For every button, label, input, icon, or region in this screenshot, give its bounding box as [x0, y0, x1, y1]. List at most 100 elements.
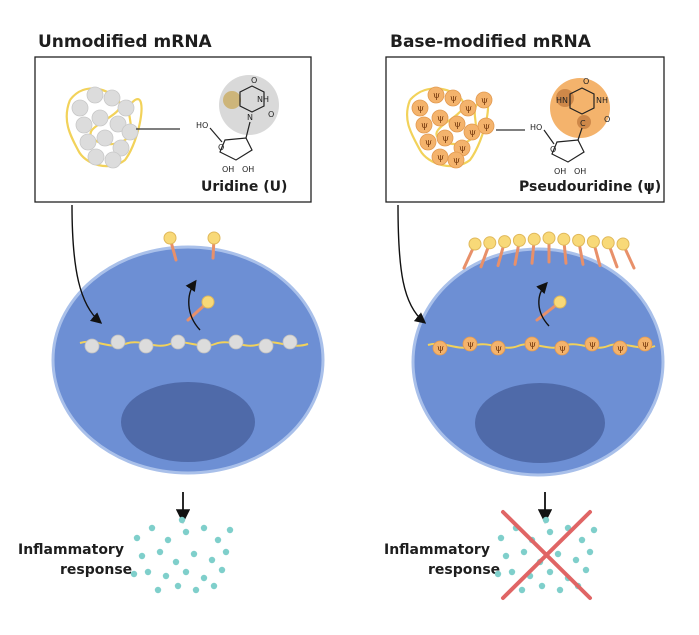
pseudouridine-bead [554, 340, 570, 356]
cytokine-dot [192, 586, 200, 594]
cytokine-dot [572, 556, 580, 564]
pseudouridine-bead [432, 340, 448, 356]
cytokine-dot [208, 556, 216, 564]
left-cytokines [130, 516, 234, 594]
pseudouridine-bead [612, 340, 628, 356]
cytokine-dot [156, 548, 164, 556]
uridine-bead [79, 133, 97, 151]
psi-symbol: ψ [417, 104, 424, 114]
pseudouridine-bead [419, 133, 437, 151]
pseudouridine-bead [415, 116, 433, 134]
cytokine-dot [182, 528, 190, 536]
left-response-line1: Inflammatory [18, 542, 124, 558]
cytokine-dot [226, 526, 234, 534]
receptor [616, 237, 636, 270]
receptor [527, 232, 541, 265]
receptor [207, 231, 221, 260]
uridine-bead [196, 338, 212, 354]
uridine-atom-ho: HO [196, 121, 208, 130]
pseudouridine-bead [584, 336, 600, 352]
cytokine-dot [214, 536, 222, 544]
left-title: Unmodified mRNA [38, 32, 213, 52]
receptor [572, 233, 586, 266]
cytokine-dot [546, 568, 554, 576]
cytokine-dot [130, 570, 138, 578]
pseudouridine-base-highlight [550, 78, 610, 138]
pseudouridine-atom-o1: O [583, 77, 589, 86]
pseudouridine-bead [447, 151, 465, 169]
uridine-bead [103, 89, 121, 107]
pseudouridine-bead [490, 340, 506, 356]
cytokine-dot [494, 570, 502, 578]
receptor [496, 235, 512, 268]
cytokine-dot [172, 558, 180, 566]
cytokine-dot [222, 548, 230, 556]
cytokine-dot [508, 568, 516, 576]
left-cell [51, 245, 325, 475]
pseudouridine-bead [444, 89, 462, 107]
receptor [601, 236, 619, 269]
uridine-bead [75, 116, 93, 134]
psi-symbol: ψ [617, 344, 624, 354]
psi-symbol: ψ [529, 340, 536, 350]
uridine-bead [84, 338, 100, 354]
pseudouridine-bead [436, 129, 454, 147]
uridine-c5-highlight [223, 91, 241, 109]
uridine-bead [138, 338, 154, 354]
psi-symbol: ψ [559, 344, 566, 354]
cytokine-dot [164, 536, 172, 544]
pseudouridine-atom-oh1: OH [554, 167, 566, 176]
uridine-label: Uridine (U) [201, 179, 287, 195]
right-response-line2: response [428, 562, 500, 578]
psi-symbol: ψ [483, 122, 490, 132]
cytokine-dot [586, 548, 594, 556]
uridine-bead [258, 338, 274, 354]
psi-symbol: ψ [459, 144, 466, 154]
uridine-bead [71, 99, 89, 117]
cytokine-dot [133, 534, 141, 542]
uridine-atom-n: N [247, 113, 253, 122]
cytokine-dot [578, 536, 586, 544]
pseudouridine-bead [475, 91, 493, 109]
receptor [479, 236, 497, 269]
uridine-base-highlight [219, 75, 279, 135]
psi-symbol: ψ [421, 121, 428, 131]
uridine-atom-oh2: OH [242, 165, 254, 174]
pseudouridine-bead [431, 148, 449, 166]
cytokine-dot [497, 534, 505, 542]
pseudouridine-atom-c: C [580, 119, 586, 128]
psi-symbol: ψ [467, 340, 474, 350]
pseudouridine-ring [569, 87, 595, 115]
uridine-bead [104, 151, 122, 169]
uridine-atom-o1: O [251, 76, 257, 85]
cytokine-dot [200, 574, 208, 582]
cytokine-dot [200, 524, 208, 532]
receptor [512, 233, 526, 266]
pseudouridine-bead [477, 117, 495, 135]
cytokine-dot [502, 552, 510, 560]
left-cell-uridine-beads [84, 334, 298, 354]
psi-symbol: ψ [589, 340, 596, 350]
uridine-bead [86, 86, 104, 104]
uridine-bead [109, 115, 127, 133]
cytokine-dot [546, 528, 554, 536]
receptor [542, 231, 556, 264]
left-entry-arrow [71, 204, 103, 324]
pseudouridine-c-highlight [577, 115, 591, 129]
receptor [586, 235, 602, 268]
pseudouridine-label: Pseudouridine (ψ) [519, 179, 661, 195]
cytokine-dot [144, 568, 152, 576]
pseudouridine-structure: O NH HN O C O HO OH OH [530, 77, 610, 176]
right-cross-mark [501, 510, 592, 600]
uridine-bead [110, 334, 126, 350]
pseudouridine-bead [637, 336, 653, 352]
right-nucleus [475, 383, 605, 463]
psi-symbol: ψ [481, 96, 488, 106]
uridine-bead [170, 334, 186, 350]
right-activation-arrow [536, 281, 550, 327]
psi-symbol: ψ [642, 340, 649, 350]
